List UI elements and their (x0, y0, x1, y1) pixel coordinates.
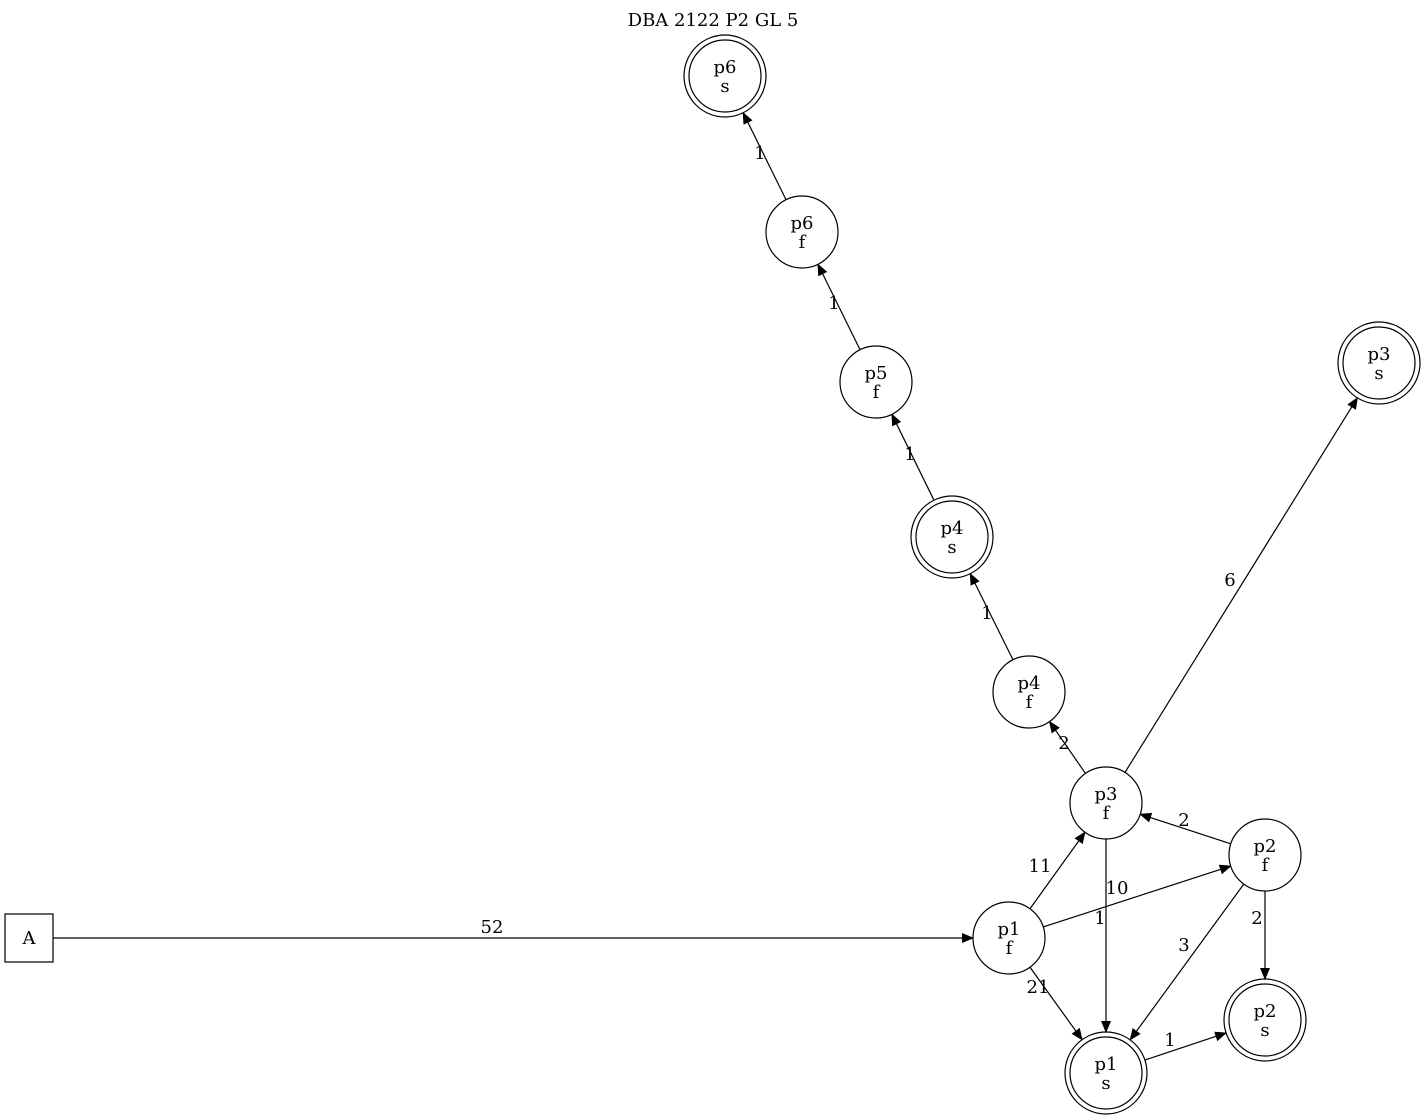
edge-label-p6f-p6s: 1 (754, 143, 765, 164)
edge-label-p4f-p4s: 1 (981, 603, 992, 624)
node-label-p1s-line2: s (1101, 1073, 1110, 1094)
edge-p2f-p1s (1129, 883, 1245, 1041)
edge-label-p2f-p3f: 2 (1178, 810, 1189, 831)
node-p6f: p6f (765, 195, 839, 269)
node-p6s: p6s (683, 34, 767, 118)
node-label-p6s-line1: p6 (714, 57, 737, 78)
node-p4f: p4f (992, 655, 1066, 729)
node-label-p1f-line2: f (1006, 938, 1014, 959)
node-label-A: A (22, 928, 37, 949)
edge-p3f-p4f (1048, 720, 1086, 774)
diagram-title: DBA 2122 P2 GL 5 (628, 10, 799, 31)
edges-layer (53, 111, 1358, 1061)
node-p1f: p1f (972, 901, 1046, 975)
node-label-p4s-line2: s (947, 537, 956, 558)
edge-label-p4s-p5f: 1 (904, 444, 915, 465)
node-label-p1s-line1: p1 (1095, 1054, 1118, 1075)
edge-label-p3f-p4f: 2 (1058, 733, 1069, 754)
node-label-p2s-line2: s (1260, 1020, 1269, 1041)
edge-label-p1s-p2s: 1 (1164, 1030, 1175, 1051)
edge-p5f-p6f (817, 263, 861, 350)
edge-p1f-p3f (1029, 831, 1086, 910)
edge-p1f-p2f (1043, 864, 1232, 928)
node-label-p3f-line1: p3 (1095, 784, 1118, 805)
node-label-p2f-line2: f (1262, 855, 1270, 876)
node-p5f: p5f (839, 345, 913, 419)
node-p3s: p3s (1337, 321, 1421, 405)
node-label-p6f-line1: p6 (791, 213, 814, 234)
node-A: A (4, 913, 54, 963)
edge-p4f-p4s (969, 572, 1014, 661)
edge-p1s-p2s (1144, 1031, 1228, 1061)
node-p3f: p3f (1069, 766, 1143, 840)
node-label-p3s-line2: s (1374, 363, 1383, 384)
node-label-p1f-line1: p1 (998, 919, 1021, 940)
edge-label-p1f-p1s: 21 (1027, 977, 1050, 998)
node-label-p2f-line1: p2 (1254, 836, 1277, 857)
edge-label-p2f-p1s: 3 (1178, 935, 1189, 956)
edge-label-A-p1f: 52 (481, 917, 504, 938)
node-label-p5f-line1: p5 (865, 363, 888, 384)
node-label-p4s-line1: p4 (941, 518, 964, 539)
edge-label-p2f-p2s: 2 (1251, 908, 1262, 929)
edge-p1f-p1s (1029, 966, 1083, 1041)
edge-label-p3f-p1s: 10 (1106, 878, 1129, 899)
edge-p6f-p6s (742, 111, 787, 200)
edge-label-p5f-p6f: 1 (828, 293, 839, 314)
node-label-p4f-line2: f (1026, 692, 1034, 713)
node-label-p6f-line2: f (799, 232, 807, 253)
node-p2f: p2f (1228, 818, 1302, 892)
edge-p4s-p5f (891, 413, 935, 501)
edge-label-p3f-p3s: 6 (1224, 570, 1235, 591)
node-p1s: p1s (1064, 1031, 1148, 1115)
edge-p3f-p3s (1124, 396, 1358, 773)
node-label-p5f-line2: f (873, 382, 881, 403)
node-label-p2s-line1: p2 (1254, 1001, 1277, 1022)
edge-label-p1f-p2f: 1 (1094, 908, 1105, 929)
node-label-p4f-line1: p4 (1018, 673, 1041, 694)
node-label-p3f-line2: f (1103, 803, 1111, 824)
edge-p2f-p3f (1139, 812, 1231, 845)
node-p4s: p4s (910, 495, 994, 579)
edge-label-p1f-p3f: 11 (1029, 856, 1052, 877)
node-p2s: p2s (1223, 978, 1307, 1062)
node-label-p6s-line2: s (720, 76, 729, 97)
node-label-p3s-line1: p3 (1368, 344, 1391, 365)
